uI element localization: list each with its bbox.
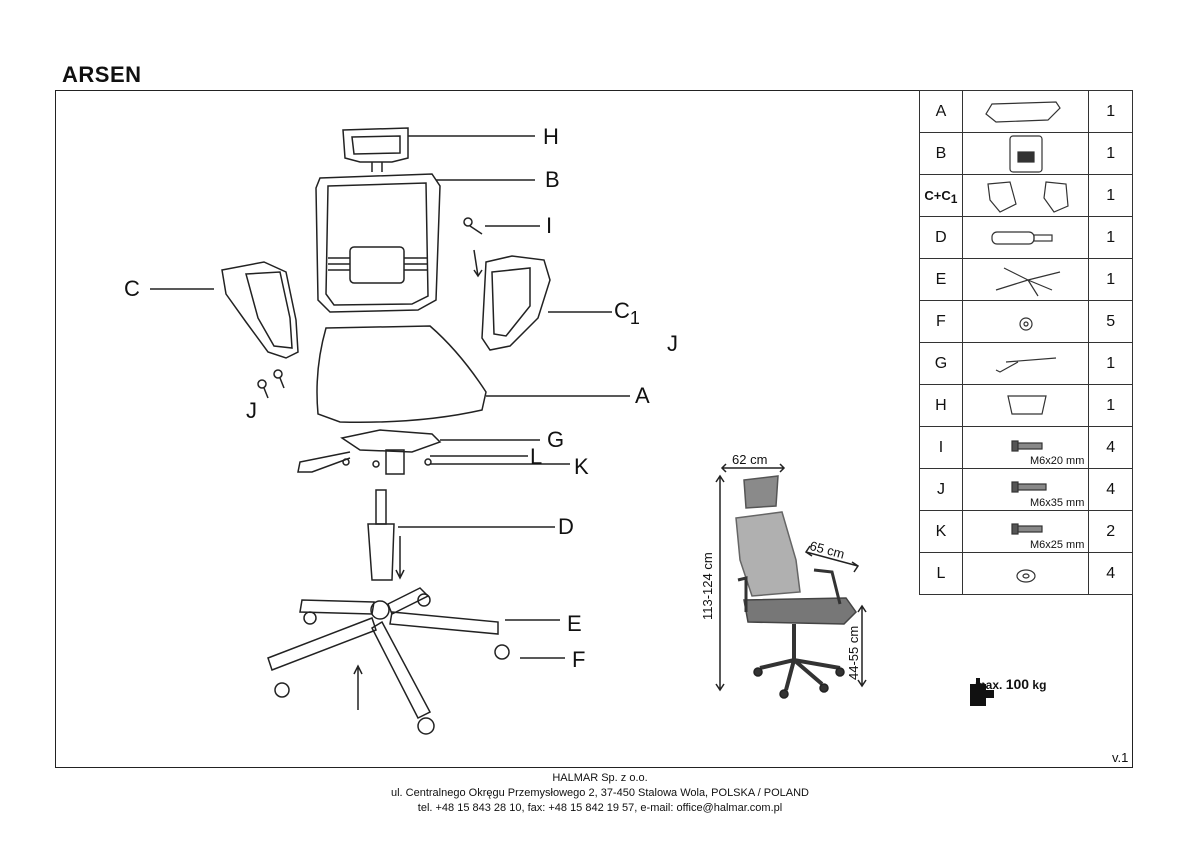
part-image-cell: M6x35 mm xyxy=(961,468,1090,511)
part-image-cell xyxy=(961,132,1090,175)
seat-drawing xyxy=(316,325,487,423)
part-qty: 1 xyxy=(1088,132,1133,175)
screw-i-drawing xyxy=(463,217,483,235)
dimension-width: 62 cm xyxy=(732,452,768,467)
part-code: K xyxy=(919,510,963,553)
part-code: J xyxy=(919,468,963,511)
page-title: ARSEN xyxy=(62,62,142,87)
headrest-drawing xyxy=(342,127,409,172)
part-image-cell xyxy=(961,552,1090,595)
max-load-prefix: max. xyxy=(975,678,1003,692)
callout-l: L xyxy=(530,444,543,469)
part-qty: 1 xyxy=(1088,384,1133,427)
part-qty: 4 xyxy=(1088,468,1133,511)
part-qty: 4 xyxy=(1088,426,1133,469)
dimension-height: 113-124 cm xyxy=(700,552,715,620)
mechanism-drawing xyxy=(297,429,442,475)
callout-d: D xyxy=(558,514,574,539)
part-qty: 5 xyxy=(1088,300,1133,343)
max-load: max. 100 kg xyxy=(975,676,1046,692)
part-qty: 1 xyxy=(1088,216,1133,259)
screws-j-drawing xyxy=(257,369,285,399)
star-base-drawing xyxy=(267,587,510,735)
arrow-e xyxy=(353,664,363,710)
backrest-drawing xyxy=(315,173,441,313)
drawing-frame xyxy=(55,90,1133,768)
max-load-value: 100 xyxy=(1005,676,1030,692)
max-load-unit: kg xyxy=(1032,678,1047,692)
footer: HALMAR Sp. z o.o. ul. Centralnego Okręgu… xyxy=(0,771,1200,816)
callout-i: I xyxy=(546,213,553,238)
callout-h: H xyxy=(543,124,559,149)
part-image-cell xyxy=(961,384,1090,427)
part-code: F xyxy=(919,300,963,343)
part-code: D xyxy=(919,216,963,259)
part-code: C+C1 xyxy=(919,174,963,217)
parts-row: C+C1 1 xyxy=(919,174,1133,217)
part-code: H xyxy=(919,384,963,427)
callout-k: K xyxy=(574,454,589,479)
arrow-i xyxy=(473,249,483,278)
callout-e: E xyxy=(567,611,582,636)
dimension-lines xyxy=(715,463,867,692)
callout-c: C xyxy=(124,276,140,301)
callout-g: G xyxy=(547,427,565,452)
callout-j-left: J xyxy=(246,398,257,423)
part-image-cell xyxy=(961,300,1090,343)
part-image-cell xyxy=(961,216,1090,259)
version-label: v.1 xyxy=(1112,750,1129,765)
part-qty: 1 xyxy=(1088,258,1133,301)
part-qty: 1 xyxy=(1088,174,1133,217)
arrow-d xyxy=(395,536,405,580)
weight-icon xyxy=(970,678,994,706)
gas-lift-drawing xyxy=(367,489,395,581)
part-image-cell: M6x20 mm xyxy=(961,426,1090,469)
footer-company: HALMAR Sp. z o.o. xyxy=(552,772,648,784)
part-code: I xyxy=(919,426,963,469)
dimension-seat-height: 44-55 cm xyxy=(846,625,861,680)
part-qty: 1 xyxy=(1088,90,1133,133)
footer-contact: tel. +48 15 843 28 10, fax: +48 15 842 1… xyxy=(417,802,783,814)
callout-c1: C1 xyxy=(614,298,640,329)
part-image-cell xyxy=(961,174,1090,217)
callout-j-right: J xyxy=(667,331,678,356)
part-qty: 2 xyxy=(1088,510,1133,553)
armrest-left-drawing xyxy=(221,261,299,359)
part-code: G xyxy=(919,342,963,385)
part-code: E xyxy=(919,258,963,301)
footer-address: ul. Centralnego Okręgu Przemysłowego 2, … xyxy=(390,787,809,799)
screw-size-label: M6x25 mm xyxy=(1029,539,1085,551)
part-qty: 1 xyxy=(1088,342,1133,385)
part-qty: 4 xyxy=(1088,552,1133,595)
part-code: A xyxy=(919,90,963,133)
armrest-right-drawing xyxy=(481,255,551,351)
screw-size-label: M6x35 mm xyxy=(1029,497,1085,509)
part-code: B xyxy=(919,132,963,175)
part-image-cell: M6x25 mm xyxy=(961,510,1090,553)
callout-f: F xyxy=(572,647,586,672)
part-code: L xyxy=(919,552,963,595)
assembled-chair-drawing xyxy=(735,475,857,699)
part-image-cell xyxy=(961,90,1090,133)
part-image-cell xyxy=(961,258,1090,301)
screw-size-label: M6x20 mm xyxy=(1029,455,1085,467)
callout-b: B xyxy=(545,167,560,192)
part-image-cell xyxy=(961,342,1090,385)
callout-a: A xyxy=(635,383,650,408)
